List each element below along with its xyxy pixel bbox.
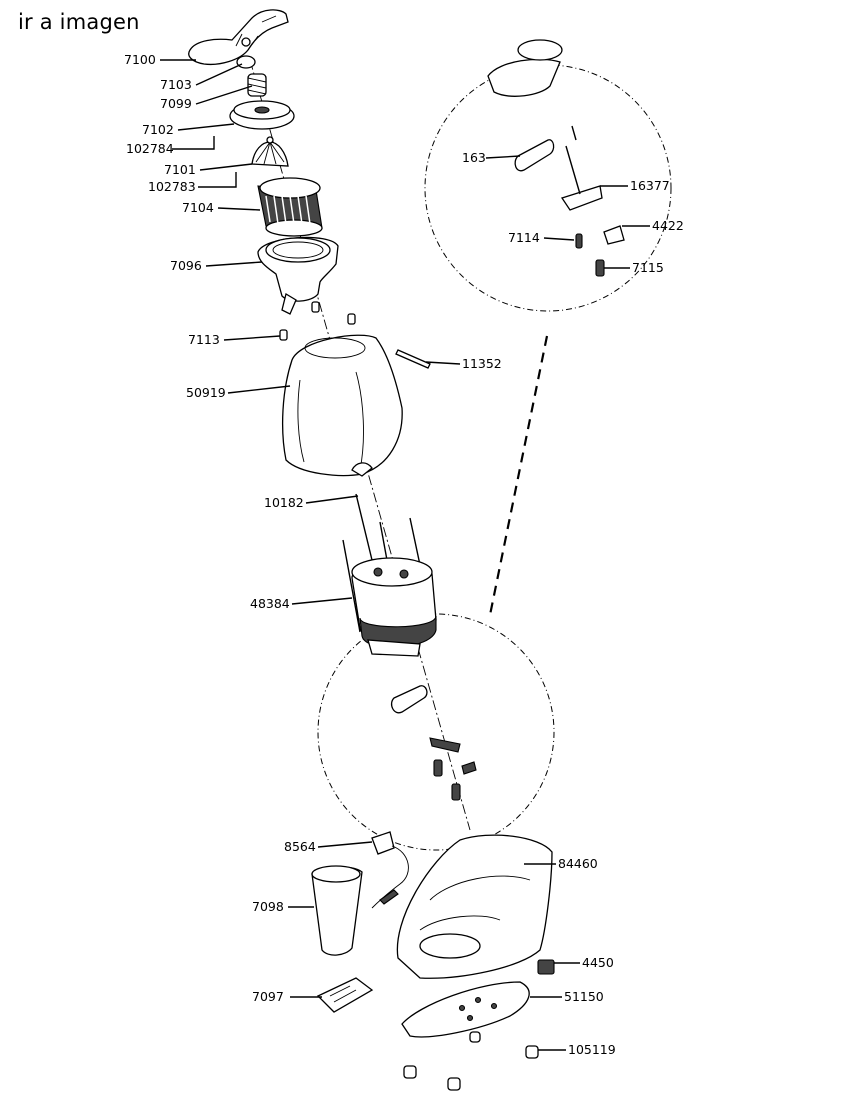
label-102783: 102783 — [148, 179, 196, 194]
label-7104: 7104 — [182, 200, 214, 215]
label-7096: 7096 — [170, 258, 202, 273]
pin — [347, 313, 356, 325]
rubber-foot — [403, 1065, 417, 1079]
label-102784: 102784 — [126, 141, 174, 156]
label-7097: 7097 — [252, 989, 284, 1004]
label-51150: 51150 — [564, 989, 604, 1004]
rubber-foot — [525, 1045, 539, 1059]
capacitor-detail — [390, 685, 477, 801]
label-7113: 7113 — [188, 332, 220, 347]
label-4450: 4450 — [582, 955, 614, 970]
label-50919: 50919 — [186, 385, 226, 400]
spring-part — [247, 73, 267, 97]
reamer-cone — [251, 136, 289, 167]
power-switch — [537, 959, 555, 975]
label-7115: 7115 — [632, 260, 664, 275]
label-11352: 11352 — [462, 356, 502, 371]
detail-upper-parts — [487, 39, 625, 277]
label-7103: 7103 — [160, 77, 192, 92]
upper-housing — [281, 334, 403, 477]
label-84460: 84460 — [558, 856, 598, 871]
bottom-plate — [401, 981, 530, 1038]
juice-container — [257, 236, 339, 315]
detail-circle-upper — [424, 64, 672, 312]
filter-basket — [257, 177, 323, 237]
rubber-foot — [447, 1077, 461, 1091]
juicer-lever-arm — [188, 9, 289, 66]
label-10182: 10182 — [264, 495, 304, 510]
motor-assembly — [342, 517, 437, 657]
pin — [279, 329, 288, 341]
label-7098: 7098 — [252, 899, 284, 914]
nut-part — [236, 55, 256, 69]
base-housing — [396, 834, 553, 979]
label-4422: 4422 — [652, 218, 684, 233]
rubber-foot — [469, 1031, 481, 1043]
label-16377: 16377 — [630, 178, 670, 193]
label-7114: 7114 — [508, 230, 540, 245]
label-48384: 48384 — [250, 596, 290, 611]
juice-jug — [311, 865, 363, 956]
leader-lines — [160, 59, 650, 1051]
label-7102: 7102 — [142, 122, 174, 137]
drip-tray — [316, 977, 374, 1013]
detail-circle-lower — [317, 613, 555, 851]
detail-connector — [488, 335, 549, 616]
power-plug — [371, 831, 409, 909]
label-8564: 8564 — [284, 839, 316, 854]
label-105119: 105119 — [568, 1042, 616, 1057]
label-7099: 7099 — [160, 96, 192, 111]
press-lid — [229, 100, 295, 130]
label-7100: 7100 — [124, 52, 156, 67]
label-7101: 7101 — [164, 162, 196, 177]
go-to-image-link[interactable]: ir a imagen — [18, 10, 140, 34]
pin — [311, 301, 320, 313]
shaft-pin — [395, 349, 431, 369]
label-163: 163 — [462, 150, 486, 165]
drive-rod — [355, 493, 373, 561]
